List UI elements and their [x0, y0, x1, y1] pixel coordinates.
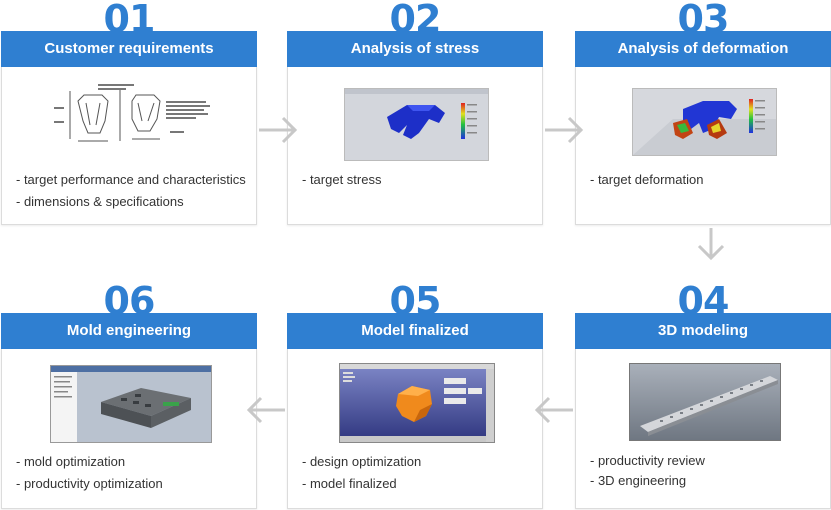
step-card: - productivity review - 3D engineering — [575, 349, 831, 509]
deformation-analysis-image — [632, 88, 777, 156]
arrow-down-icon — [697, 228, 725, 261]
mold-engineering-image — [50, 365, 212, 443]
step-card: - design optimization - model finalized — [287, 349, 543, 509]
bullet-item: - target performance and characteristics — [16, 172, 246, 187]
bullet-item: - design optimization — [302, 454, 422, 469]
step-title: Analysis of deformation — [575, 31, 831, 67]
step-bullets: - target stress — [302, 169, 381, 191]
step-title: Mold engineering — [1, 313, 257, 349]
step-bullets: - target performance and characteristics… — [16, 169, 246, 213]
bullet-item: - target deformation — [590, 172, 704, 187]
bullet-item: - model finalized — [302, 476, 397, 491]
bullet-item: - 3D engineering — [590, 473, 687, 488]
step-bullets: - productivity review - 3D engineering — [590, 451, 705, 491]
step-bullets: - target deformation — [590, 169, 703, 191]
bullet-item: - target stress — [302, 172, 382, 187]
step-card: - target stress — [287, 67, 543, 225]
3d-modeling-image — [629, 363, 781, 441]
bullet-item: - mold optimization — [16, 454, 126, 469]
bullet-item: - productivity optimization — [16, 476, 163, 491]
model-finalized-image — [339, 363, 495, 443]
step-title: Analysis of stress — [287, 31, 543, 67]
step-bullets: - design optimization - model finalized — [302, 451, 421, 495]
step-title: Customer requirements — [1, 31, 257, 67]
step-title: Model finalized — [287, 313, 543, 349]
stress-analysis-image — [344, 88, 489, 161]
step-card: - mold optimization - productivity optim… — [1, 349, 257, 509]
step-title: 3D modeling — [575, 313, 831, 349]
arrow-left-icon — [534, 396, 573, 424]
step-bullets: - mold optimization - productivity optim… — [16, 451, 163, 495]
technical-drawing-image — [50, 81, 220, 151]
step-card: - target deformation — [575, 67, 831, 225]
arrow-right-icon — [545, 116, 584, 144]
arrow-right-icon — [259, 116, 298, 144]
bullet-item: - productivity review — [590, 453, 705, 468]
bullet-item: - dimensions & specifications — [16, 194, 184, 209]
step-card: - target performance and characteristics… — [1, 67, 257, 225]
arrow-left-icon — [246, 396, 285, 424]
